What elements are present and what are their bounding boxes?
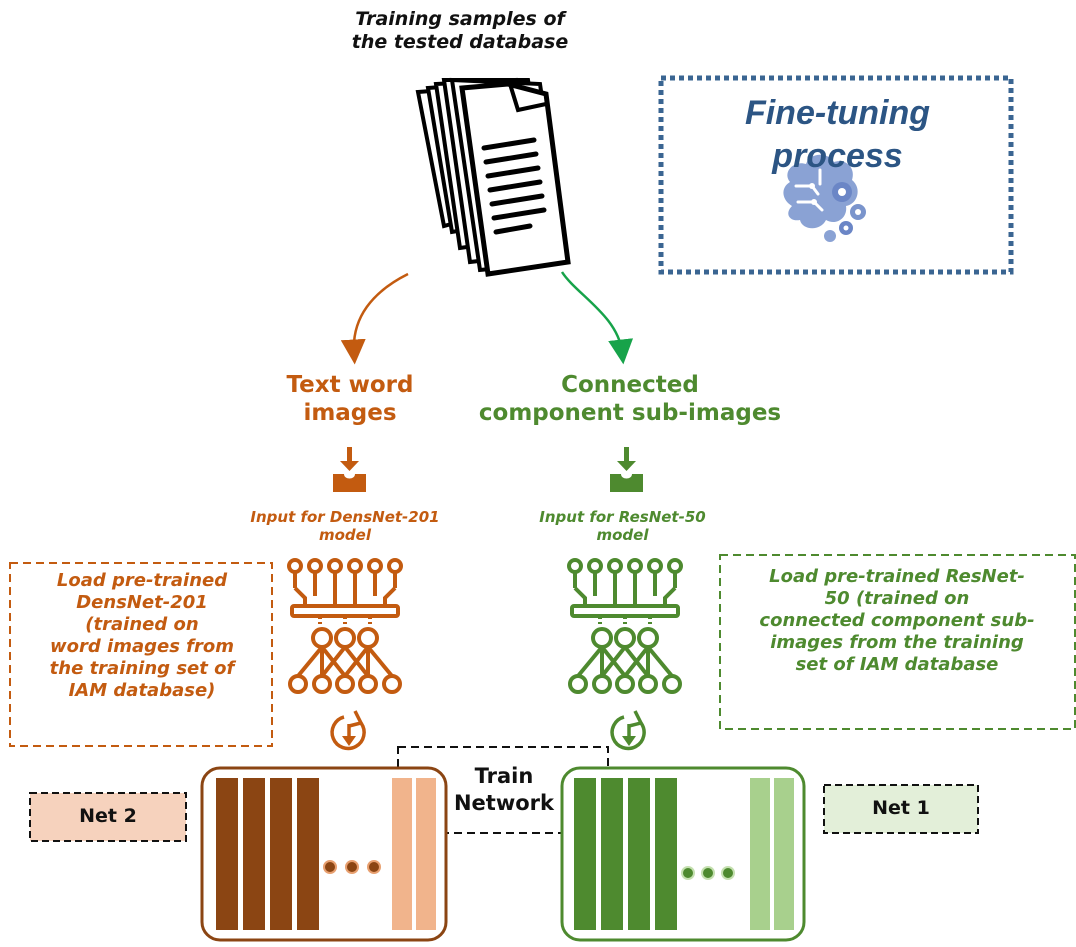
net1-label-box xyxy=(823,784,979,834)
text-line: word images from xyxy=(50,635,234,657)
text-line: connected component sub- xyxy=(759,609,1035,631)
label-line: component sub-images xyxy=(478,399,782,426)
rotate-arrow-icon xyxy=(610,710,646,751)
text-word-images-label: Text word images xyxy=(255,372,445,427)
net1-block xyxy=(560,766,806,942)
load-resnet-text: Load pre-trained ResNet- 50 (trained on … xyxy=(722,566,1072,676)
text-line: Load pre-trained ResNet- xyxy=(769,566,1025,587)
arrow-to-connected-components xyxy=(560,271,634,365)
label-line: Connected xyxy=(561,372,699,398)
label-line: model xyxy=(596,526,649,544)
connected-components-label: Connected component sub-images xyxy=(460,372,800,427)
net1-label: Net 1 xyxy=(872,797,930,819)
neural-network-icon xyxy=(567,558,683,694)
finetune-title-line: process xyxy=(772,136,903,175)
label-line: images xyxy=(303,399,397,426)
rotate-arrow-icon xyxy=(330,710,366,751)
text-line: Load pre-trained xyxy=(56,570,228,591)
net2-label-box xyxy=(29,792,187,842)
net2-block xyxy=(200,766,448,942)
text-line: IAM database) xyxy=(68,679,216,701)
label-line: model xyxy=(319,526,371,544)
text-line: Network xyxy=(453,791,554,816)
text-line: 50 (trained on xyxy=(824,587,970,609)
text-line: DensNet-201 xyxy=(76,591,208,613)
text-line: the training set of xyxy=(49,657,235,679)
title-line: the tested database xyxy=(351,30,569,53)
load-resnet-box xyxy=(719,554,1076,730)
brain-gears-icon xyxy=(783,154,866,242)
densnet-input-label: Input for DensNet-201 model xyxy=(210,508,480,544)
text-line: Train xyxy=(474,764,534,788)
label-line: Input for DensNet-201 xyxy=(250,508,440,526)
finetune-box xyxy=(658,75,1014,275)
finetune-title: Fine-tuning process xyxy=(665,92,1010,177)
label-line: Text word xyxy=(286,372,414,398)
document-stack-icon xyxy=(415,77,571,277)
load-densnet-text: Load pre-trained DensNet-201 (trained on… xyxy=(14,570,270,702)
text-line: (trained on xyxy=(85,613,199,635)
download-tray-icon xyxy=(333,447,366,492)
label-line: Input for ResNet-50 xyxy=(539,508,706,526)
resnet-input-label: Input for ResNet-50 model xyxy=(495,508,750,544)
download-tray-icon xyxy=(610,447,643,492)
train-network-label: Train Network xyxy=(400,763,608,818)
finetune-title-line: Fine-tuning xyxy=(744,94,931,132)
text-line: set of IAM database xyxy=(795,653,999,675)
title: Training samples of the tested database xyxy=(300,8,620,54)
neural-network-icon xyxy=(287,558,403,694)
load-densnet-box xyxy=(9,562,273,747)
net2-label: Net 2 xyxy=(79,805,137,827)
title-line: Training samples of xyxy=(355,8,565,30)
text-line: images from the training xyxy=(770,631,1024,653)
arrow-to-text-words xyxy=(340,272,409,365)
